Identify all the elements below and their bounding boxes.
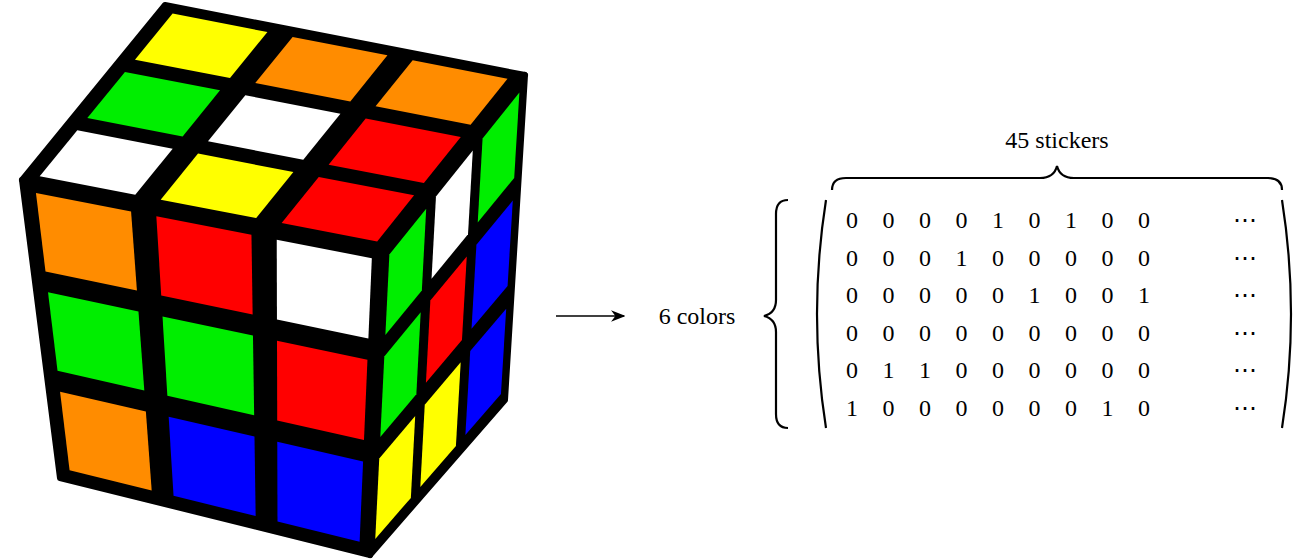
matrix-entry: 0: [1102, 321, 1114, 345]
matrix-entry: 0: [883, 208, 895, 232]
matrix-entry: 0: [956, 321, 968, 345]
matrix-entry: 0: [919, 246, 931, 270]
matrix-entry: 0: [1102, 358, 1114, 382]
right-paren: [1282, 200, 1291, 428]
cube-sticker: [329, 119, 461, 184]
matrix-entry: 0: [956, 358, 968, 382]
matrix-entry: 0: [883, 321, 895, 345]
matrix-entry: 0: [919, 396, 931, 420]
axis-label: 45 stickers: [1005, 128, 1108, 152]
cube-sticker: [36, 193, 137, 291]
cube-face: [22, 180, 385, 555]
matrix-entry: 0: [1065, 283, 1077, 307]
cube-sticker: [60, 392, 152, 491]
cube-sticker: [48, 292, 144, 390]
matrix-entry: ⋯: [1233, 208, 1257, 232]
left-paren: [817, 200, 826, 428]
matrix-entry: 1: [1138, 283, 1150, 307]
matrix-entry: 0: [956, 396, 968, 420]
matrix-entry: 0: [919, 208, 931, 232]
matrix-entry: 0: [846, 358, 858, 382]
matrix-entry: 0: [1102, 246, 1114, 270]
matrix-entry: 1: [919, 358, 931, 382]
cube-sticker: [163, 316, 255, 415]
matrix-entry: 1: [883, 358, 895, 382]
matrix-entry: 0: [1065, 396, 1077, 420]
matrix-entry: 0: [1029, 208, 1041, 232]
cube-sticker: [135, 14, 267, 79]
matrix-entry: 0: [992, 396, 1004, 420]
matrix-entry: 0: [883, 283, 895, 307]
cube-sticker: [87, 72, 220, 137]
axis-label: 6 colors: [659, 304, 736, 328]
cube-sticker: [277, 341, 367, 440]
cube-sticker: [432, 151, 473, 279]
cube-sticker: [375, 416, 415, 539]
matrix-entry: 0: [992, 283, 1004, 307]
matrix-entry: 0: [846, 208, 858, 232]
matrix-entry: ⋯: [1233, 321, 1257, 345]
matrix-entry: 0: [1102, 208, 1114, 232]
matrix-entry: 0: [1029, 246, 1041, 270]
matrix-entry: 0: [1029, 321, 1041, 345]
matrix-entry: 1: [846, 396, 858, 420]
matrix-entry: ⋯: [1233, 246, 1257, 270]
cube-sticker: [255, 37, 387, 102]
matrix-entry: 0: [846, 321, 858, 345]
matrix-entry: 0: [1138, 358, 1150, 382]
cube-face: [370, 75, 525, 555]
cube-sticker: [376, 60, 508, 125]
matrix-entry: 0: [1138, 246, 1150, 270]
matrix-entry: 0: [919, 283, 931, 307]
cube-sticker: [208, 95, 340, 160]
matrix-entry: 0: [956, 208, 968, 232]
matrix-entry: 0: [1138, 321, 1150, 345]
left-brace: [764, 200, 788, 428]
cube-sticker: [472, 201, 513, 329]
cube-sticker: [478, 92, 520, 222]
matrix-entry: 0: [846, 246, 858, 270]
cube-sticker: [465, 309, 506, 435]
matrix-entry: 1: [992, 208, 1004, 232]
matrix-entry: 0: [1065, 246, 1077, 270]
cube-sticker: [426, 256, 467, 382]
matrix-entry: ⋯: [1233, 283, 1257, 307]
matrix-entry: ⋯: [1233, 396, 1257, 420]
matrix-entry: 0: [956, 283, 968, 307]
cube-sticker: [420, 362, 460, 487]
cube-sticker: [277, 442, 363, 542]
cube-sticker: [156, 216, 252, 314]
matrix-entry: 0: [1102, 283, 1114, 307]
matrix-entry: 0: [1029, 396, 1041, 420]
matrix-entry: 1: [1065, 208, 1077, 232]
matrix-entry: 0: [883, 246, 895, 270]
matrix-entry: 0: [1138, 396, 1150, 420]
matrix-entry: 1: [1102, 396, 1114, 420]
matrix-entry: 1: [1029, 283, 1041, 307]
matrix-entry: 0: [992, 321, 1004, 345]
matrix-entry: 0: [846, 283, 858, 307]
matrix-entry: 1: [956, 246, 968, 270]
matrix-entry: 0: [1029, 358, 1041, 382]
matrix-entry: 0: [1065, 358, 1077, 382]
matrix-entry: 0: [919, 321, 931, 345]
matrix-entry: ⋯: [1233, 358, 1257, 382]
matrix-entry: 0: [1065, 321, 1077, 345]
map-arrow: [556, 315, 624, 317]
cube-sticker: [169, 417, 256, 516]
matrix-entry: 0: [883, 396, 895, 420]
matrix-entry: 0: [992, 358, 1004, 382]
matrix-entry: 0: [992, 246, 1004, 270]
cube-sticker: [277, 240, 372, 339]
matrix-entry: 0: [1138, 208, 1150, 232]
top-brace: [832, 166, 1282, 190]
